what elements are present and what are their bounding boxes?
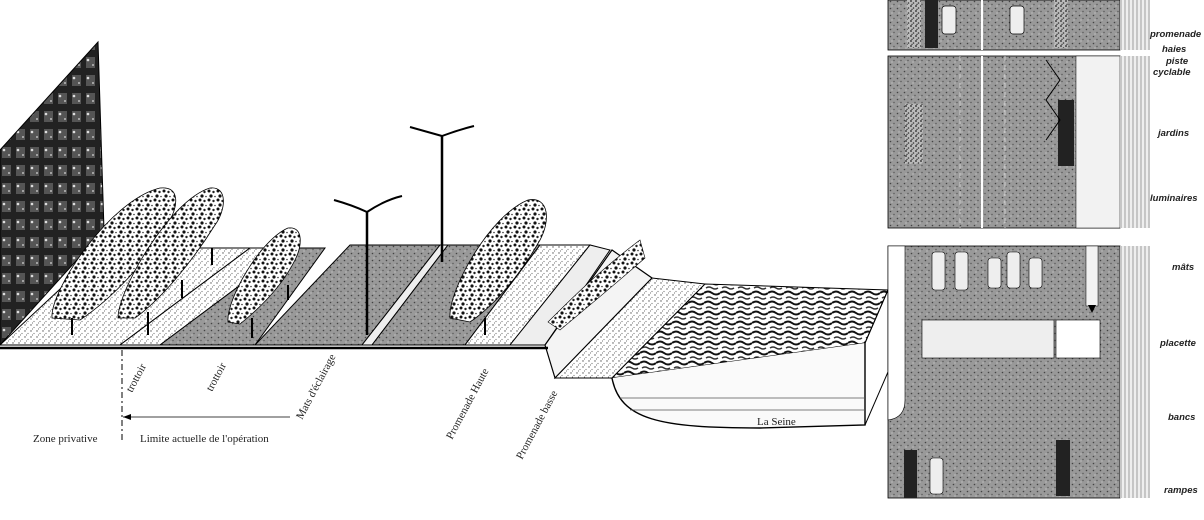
label-promenade-basse: Promenade basse	[514, 389, 560, 462]
wall-planting	[547, 239, 646, 331]
label-limite: Limite actuelle de l'opération	[140, 433, 269, 445]
label-promenade-haute: Promenade Haute	[444, 366, 492, 441]
plan-label-piste: piste	[1165, 56, 1189, 67]
cross-section: trottoir trottoir Mats d'éclairage Prome…	[0, 40, 889, 462]
label-trottoir-1: trottoir	[124, 362, 149, 395]
plan-label-mats: mâts	[1172, 262, 1194, 273]
hedge-4	[449, 199, 547, 323]
plan-label-rampes: rampes	[1164, 485, 1198, 496]
river-bed	[611, 343, 866, 429]
plan-label-haies: haies	[1162, 44, 1186, 55]
label-trottoir-2: trottoir	[204, 361, 229, 394]
plan-label-placette: placette	[1159, 338, 1197, 349]
plan-block-1	[887, 0, 1121, 51]
plan-view: promenade haies piste cyclable jardins l…	[887, 0, 1204, 520]
upper-promenade-rail	[508, 244, 611, 346]
plan-label-cyclable: cyclable	[1153, 67, 1191, 78]
label-zone-privative: Zone privative	[33, 433, 98, 445]
plan-label-promenade: promenade	[1149, 29, 1202, 40]
label-mats: Mats d'éclairage	[294, 352, 338, 421]
plan-label-bancs: bancs	[1168, 412, 1195, 423]
label-seine: La Seine	[757, 416, 796, 428]
hedge-1	[51, 187, 177, 321]
plan-block-3	[887, 245, 1121, 499]
lamp-post-1	[333, 195, 403, 335]
plan-label-luminaires: luminaires	[1150, 193, 1198, 204]
lamp-post-2	[409, 125, 475, 262]
hedge-2	[117, 187, 224, 319]
hedge-3	[227, 227, 301, 325]
plan-label-jardins: jardins	[1156, 128, 1189, 139]
hedge-row	[51, 187, 547, 338]
